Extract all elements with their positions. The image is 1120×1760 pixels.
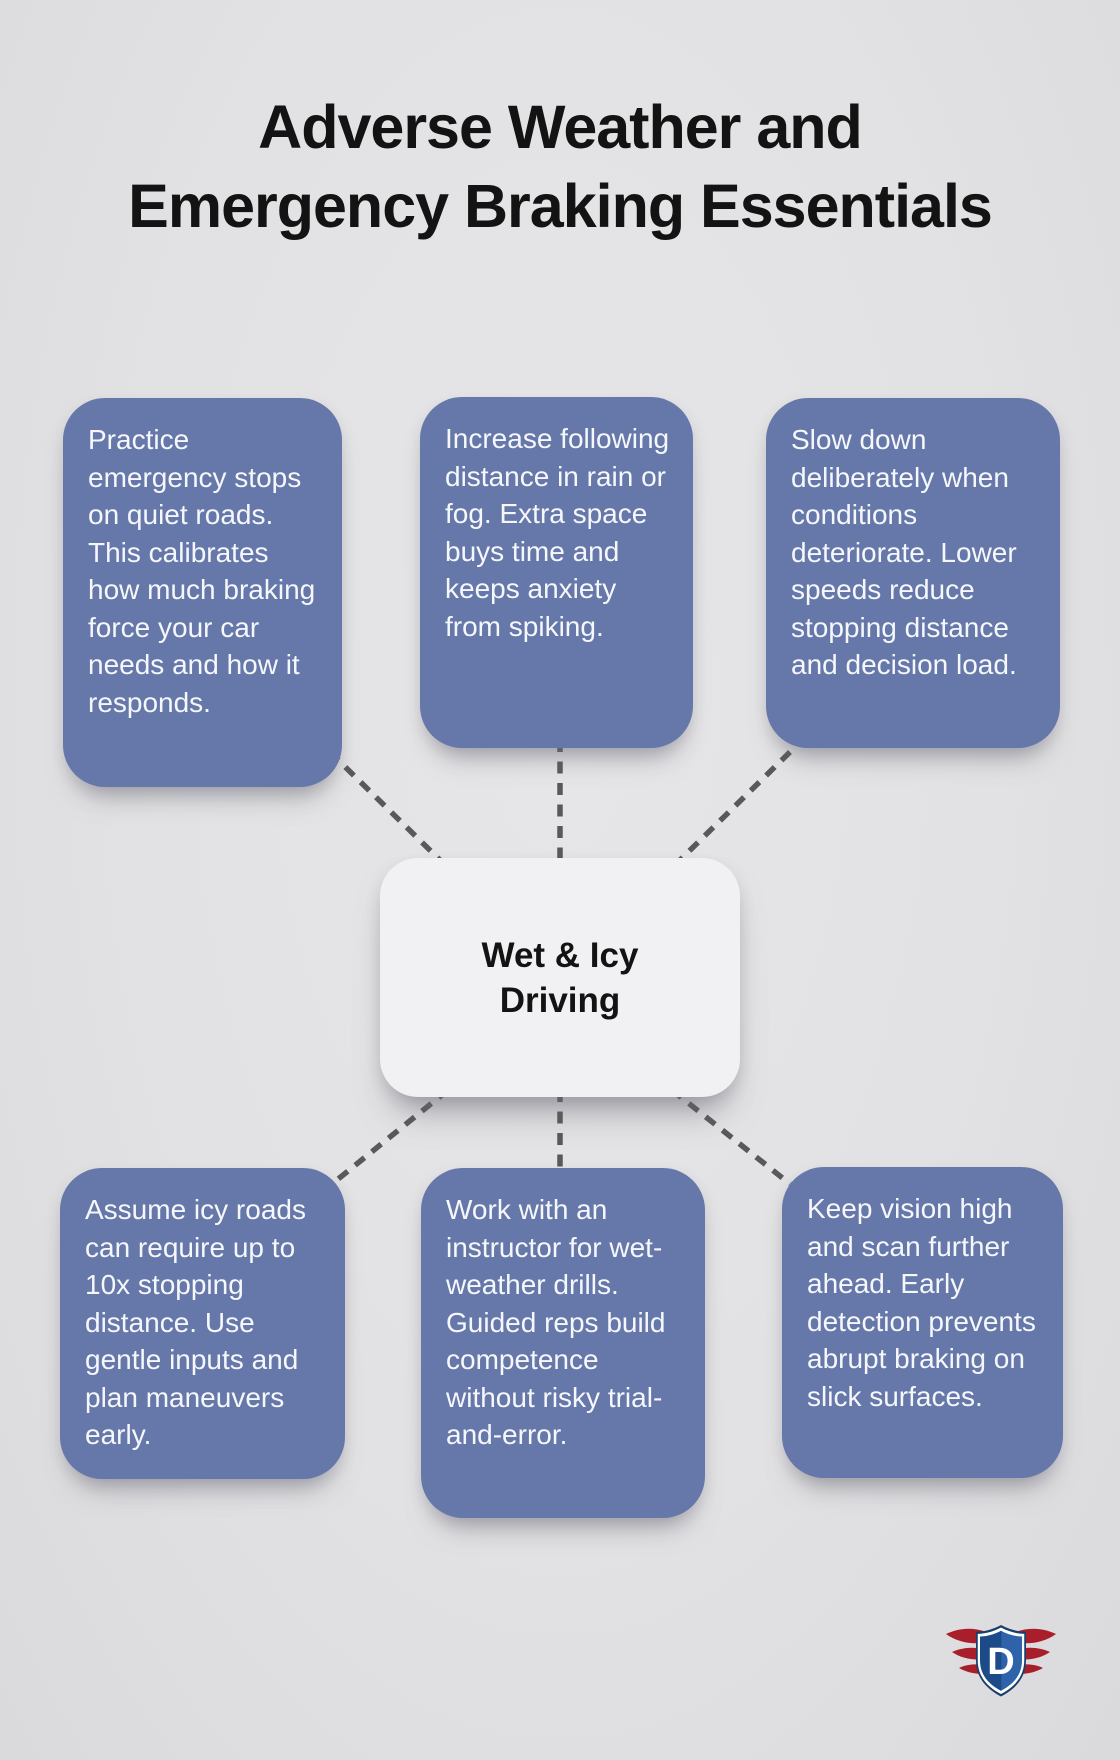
page-title-line-1: Adverse Weather and <box>258 93 863 161</box>
tip-card-text: Keep vision high and scan further ahead.… <box>807 1193 1036 1412</box>
page-title-line-2: Emergency Braking Essentials <box>128 172 993 240</box>
tip-card-text: Increase following distance in rain or f… <box>445 423 670 642</box>
connector-line-top-right <box>672 750 792 868</box>
tip-card-text: Work with an instructor for wet-weather … <box>446 1194 666 1450</box>
brand-logo: D <box>942 1622 1060 1698</box>
connector-line-bottom-left <box>330 1087 450 1187</box>
tip-card-top-right: Slow down deliberately when conditions d… <box>766 398 1060 748</box>
tip-card-bottom-left: Assume icy roads can require up to 10x s… <box>60 1168 345 1479</box>
tip-card-bottom-right: Keep vision high and scan further ahead.… <box>782 1167 1063 1478</box>
winged-shield-icon: D <box>946 1625 1056 1697</box>
tip-card-text: Assume icy roads can require up to 10x s… <box>85 1194 306 1450</box>
central-topic-label: Wet & Icy Driving <box>482 933 639 1023</box>
tip-card-top-left: Practice emergency stops on quiet roads.… <box>63 398 342 787</box>
page-title: Adverse Weather and Emergency Braking Es… <box>0 88 1120 246</box>
connector-line-bottom-right <box>670 1087 792 1187</box>
connector-line-top-left <box>328 750 448 868</box>
central-topic-node: Wet & Icy Driving <box>380 858 740 1097</box>
tip-card-bottom-middle: Work with an instructor for wet-weather … <box>421 1168 705 1518</box>
tip-card-top-middle: Increase following distance in rain or f… <box>420 397 693 748</box>
tip-card-text: Practice emergency stops on quiet roads.… <box>88 424 316 718</box>
logo-letter: D <box>987 1641 1014 1683</box>
shield-icon: D <box>976 1625 1026 1697</box>
central-topic-line-2: Driving <box>499 980 621 1020</box>
central-topic-line-1: Wet & Icy <box>481 935 639 975</box>
tip-card-text: Slow down deliberately when conditions d… <box>791 424 1017 680</box>
